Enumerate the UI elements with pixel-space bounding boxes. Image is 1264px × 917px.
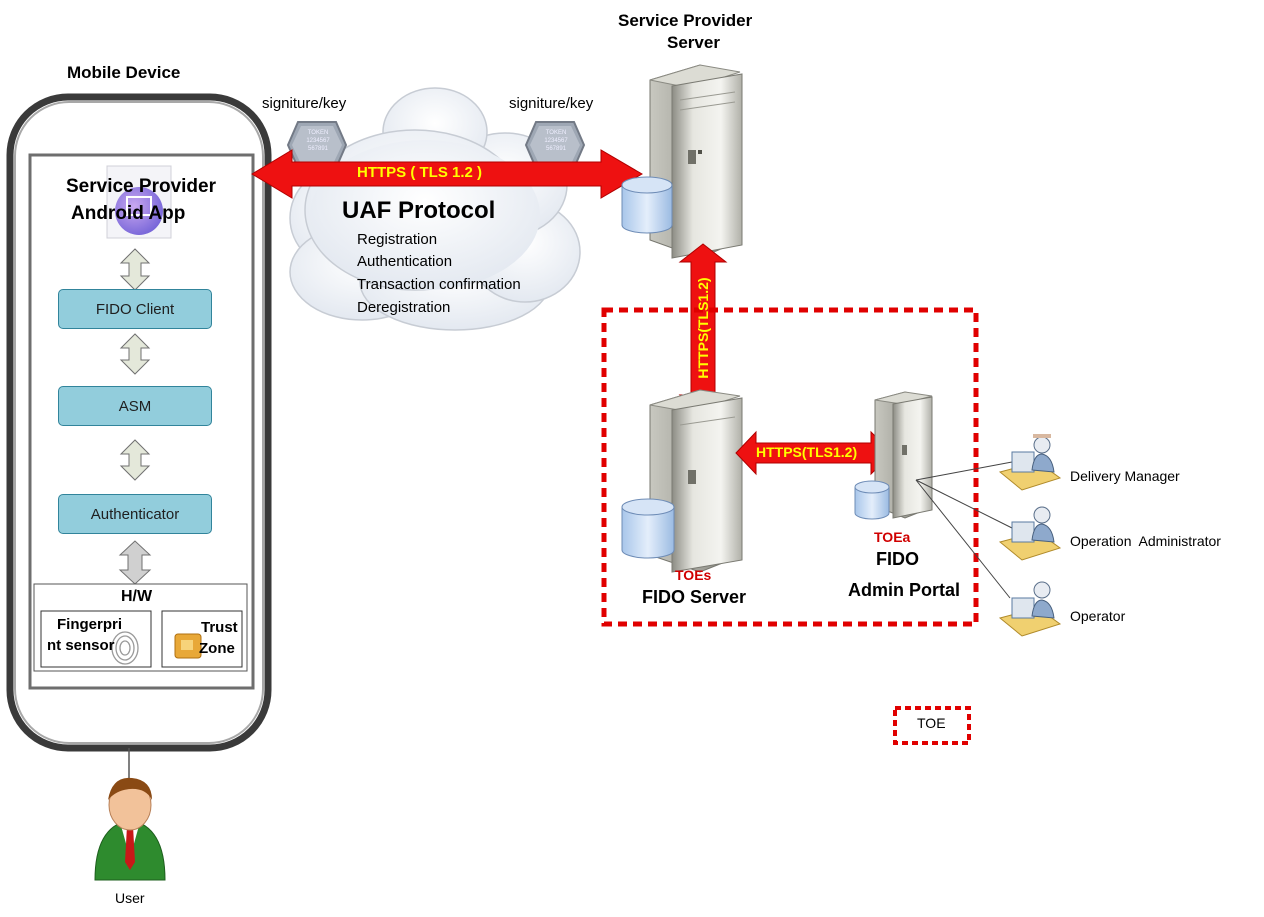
delivery-manager-icon [998,434,1062,491]
user-icon [94,777,166,881]
asm-label: ASM [118,397,152,415]
sp-server-label-line1: Service Provider [618,11,753,30]
admin-portal-label-line1: FIDO [876,549,919,569]
actor-operator: Operator [1070,608,1126,624]
admin-portal-tag: TOEa [874,529,911,545]
op-transaction-confirmation: Transaction confirmation [357,276,521,293]
token-right-icon [524,121,586,169]
https-label-horizontal: HTTPS(TLS1.2) [756,444,858,460]
fingerprint-icon [111,631,139,665]
token-right-text: TOKEN 1234567 567891 [540,129,572,153]
admin-portal-label-line2: Admin Portal [848,580,961,600]
sp-server-icon [621,64,743,259]
uaf-protocol-title: UAF Protocol [342,197,496,224]
operation-administrator-icon [998,506,1062,561]
op-registration: Registration [357,231,438,248]
fido-client-label: FIDO Client [95,300,175,318]
mobile-double-arrows [118,248,152,585]
token-right-line2: 1234567 [544,138,568,144]
actor-delivery-manager: Delivery Manager [1070,468,1180,484]
token-right-line1: TOKEN [545,130,567,136]
signature-key-right: signiture/key [509,95,594,112]
https-label-vertical: HTTPS(TLS1.2) [695,277,711,379]
op-authentication: Authentication [357,253,453,270]
https-arrow-top [251,149,643,199]
android-app-icon [106,165,172,239]
token-left-icon [286,121,348,169]
sp-server-label-line2: Server [667,33,720,52]
op-deregistration: Deregistration [357,299,451,316]
toe-legend-label: TOE [917,715,946,731]
token-left-text: TOKEN 1234567 567891 [302,129,334,153]
toe-boundary [601,307,979,627]
fido-server-tag: TOEs [675,567,712,583]
authenticator-label: Authenticator [90,505,180,523]
actor-connectors [915,461,1013,599]
token-left-line1: TOKEN [307,130,329,136]
operator-icon [998,581,1062,637]
hw-title: H/W [121,588,153,605]
token-left-line3: 567891 [307,146,329,152]
fingerprint-label-line2: nt sensor [47,637,115,654]
mobile-device-title: Mobile Device [67,63,181,82]
token-right-line3: 567891 [545,146,567,152]
trust-label-line2: Zone [199,640,235,657]
trust-label-line1: Trust [201,619,238,636]
fido-client-box: FIDO Client [58,289,212,329]
app-label-line1: Service Provider [66,176,216,197]
asm-box: ASM [58,386,212,426]
trust-zone-chip-icon [174,633,202,659]
app-label-line2: Android App [71,203,186,224]
authenticator-box: Authenticator [58,494,212,534]
actor-operation-administrator: Operation Administrator [1070,533,1221,549]
hardware-box [33,583,248,672]
token-left-line2: 1234567 [306,138,330,144]
user-label: User [115,890,145,906]
fingerprint-label-line1: Fingerpri [57,616,123,633]
https-label-top: HTTPS ( TLS 1.2 ) [357,164,483,181]
toe-legend-box [893,706,971,745]
fido-server-icon [621,389,743,573]
fido-server-name: FIDO Server [642,587,747,607]
signature-key-left: signiture/key [262,95,347,112]
